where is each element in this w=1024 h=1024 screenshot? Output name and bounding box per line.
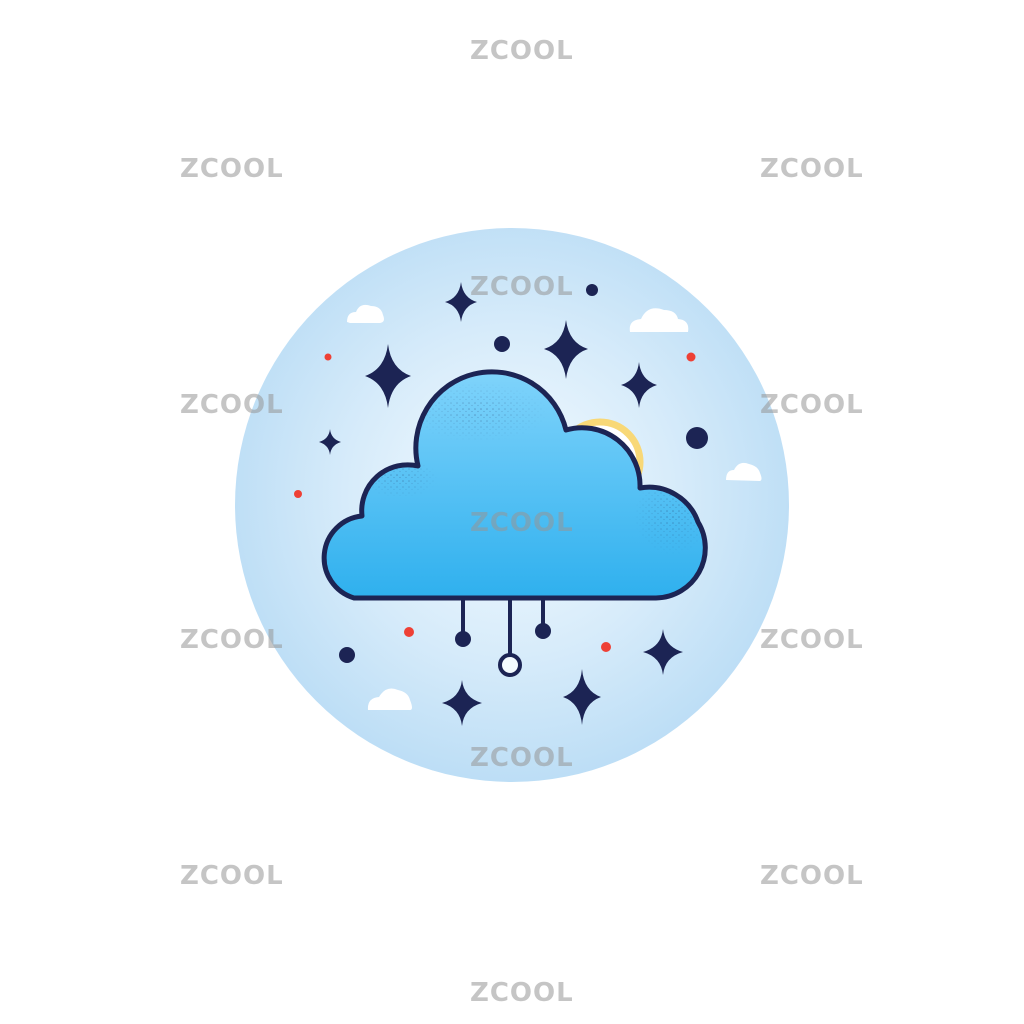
star-icon xyxy=(365,344,411,408)
star-icon xyxy=(445,282,477,322)
dot-icon xyxy=(339,647,355,663)
dot-icon xyxy=(686,427,708,449)
connector-node-icon xyxy=(455,631,471,647)
connector-node-icon xyxy=(461,600,545,654)
dot-icon xyxy=(404,627,414,637)
connector-node-icon xyxy=(535,623,551,639)
dot-icon xyxy=(601,642,611,652)
dot-icon xyxy=(586,284,598,296)
small-cloud-icon xyxy=(629,308,689,332)
small-cloud-icon xyxy=(347,304,384,323)
star-icon xyxy=(621,362,657,408)
dot-icon xyxy=(686,352,696,362)
connector-node-icon xyxy=(498,653,522,677)
star-icon xyxy=(442,680,482,726)
star-icon xyxy=(319,429,341,455)
dot-icon xyxy=(324,353,332,361)
dot-icon xyxy=(294,490,302,498)
small-cloud-icon xyxy=(726,462,762,481)
star-icon xyxy=(544,320,588,379)
star-icon xyxy=(643,629,683,675)
dot-icon xyxy=(494,336,510,352)
star-icon xyxy=(563,669,601,725)
small-cloud-icon xyxy=(367,688,412,710)
